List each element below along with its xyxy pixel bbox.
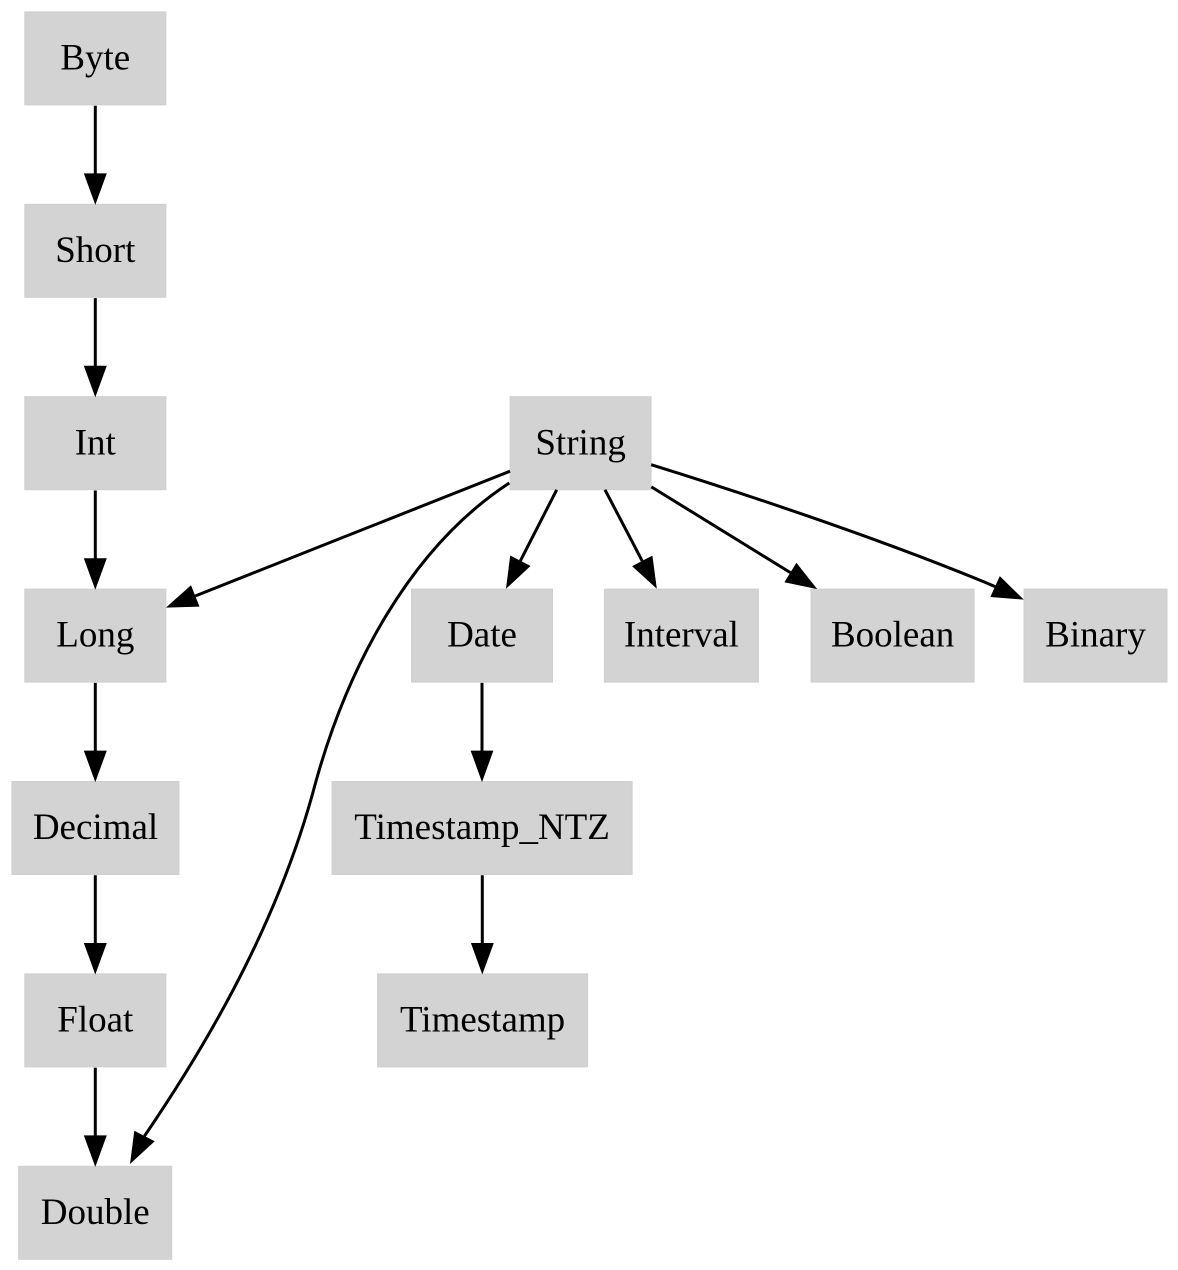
svg-text:Byte: Byte bbox=[60, 38, 130, 79]
svg-text:Float: Float bbox=[57, 1000, 134, 1041]
svg-text:Int: Int bbox=[75, 422, 117, 463]
svg-text:String: String bbox=[535, 422, 625, 463]
svg-text:Date: Date bbox=[447, 615, 517, 656]
svg-text:Timestamp: Timestamp bbox=[400, 1000, 565, 1041]
svg-text:Boolean: Boolean bbox=[831, 615, 954, 656]
svg-text:Interval: Interval bbox=[624, 615, 739, 656]
svg-text:Timestamp_NTZ: Timestamp_NTZ bbox=[354, 807, 610, 848]
svg-text:Short: Short bbox=[55, 230, 136, 271]
svg-text:Decimal: Decimal bbox=[33, 807, 158, 848]
svg-text:Double: Double bbox=[41, 1192, 150, 1233]
svg-text:Long: Long bbox=[56, 615, 134, 656]
svg-text:Binary: Binary bbox=[1045, 615, 1146, 656]
